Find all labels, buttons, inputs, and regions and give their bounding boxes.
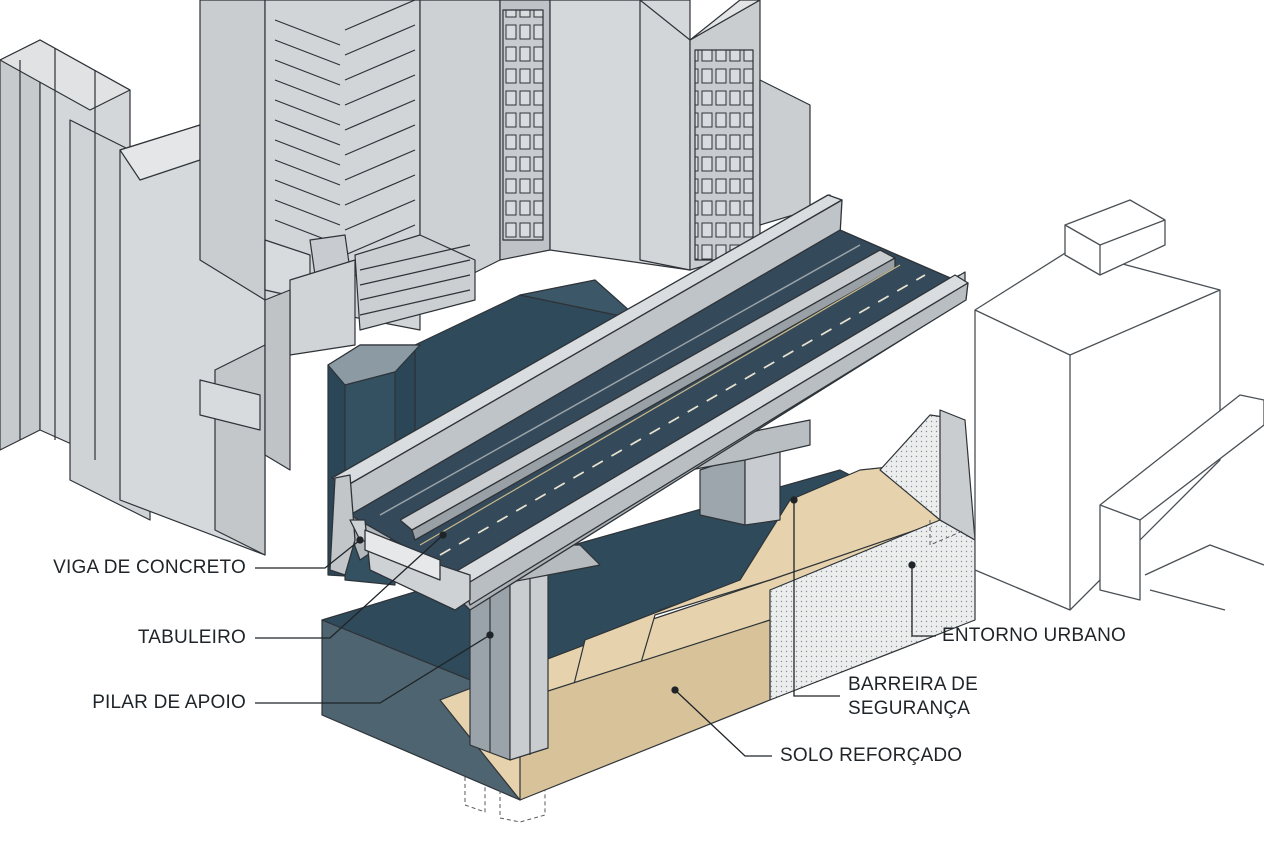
leader-viga-dot	[356, 536, 364, 544]
leader-lines	[255, 496, 936, 757]
viaduct-deck	[329, 194, 969, 611]
leader-viga	[255, 539, 361, 569]
leader-barreira	[793, 500, 840, 697]
leader-tabuleiro	[255, 534, 444, 639]
label-barreira-de-seguranca: BARREIRA DE SEGURANÇA	[848, 673, 978, 721]
left-buildings	[0, 0, 811, 556]
label-tabuleiro: TABULEIRO	[137, 627, 246, 648]
leader-solo	[674, 689, 772, 757]
foundation-dashes	[464, 520, 966, 823]
leader-barreira-dot	[790, 496, 798, 504]
leader-entorno-dot	[908, 561, 916, 569]
right-outline-building	[974, 199, 1264, 611]
label-barreira-line2: SEGURANÇA	[848, 698, 971, 719]
label-entorno-urbano: ENTORNO URBANO	[942, 625, 1127, 646]
label-solo-reforcado: SOLO REFORÇADO	[780, 745, 963, 766]
label-barreira-line1: BARREIRA DE	[848, 674, 978, 695]
leader-tabuleiro-dot	[439, 531, 447, 539]
leader-entorno	[911, 565, 936, 637]
leader-pilar-dot	[486, 631, 494, 639]
label-pilar-de-apoio: PILAR DE APOIO	[92, 692, 246, 713]
label-viga-de-concreto: VIGA DE CONCRETO	[53, 557, 246, 578]
leader-solo-dot	[671, 686, 679, 694]
leader-pilar	[255, 634, 491, 704]
low-block-facade	[359, 244, 471, 316]
